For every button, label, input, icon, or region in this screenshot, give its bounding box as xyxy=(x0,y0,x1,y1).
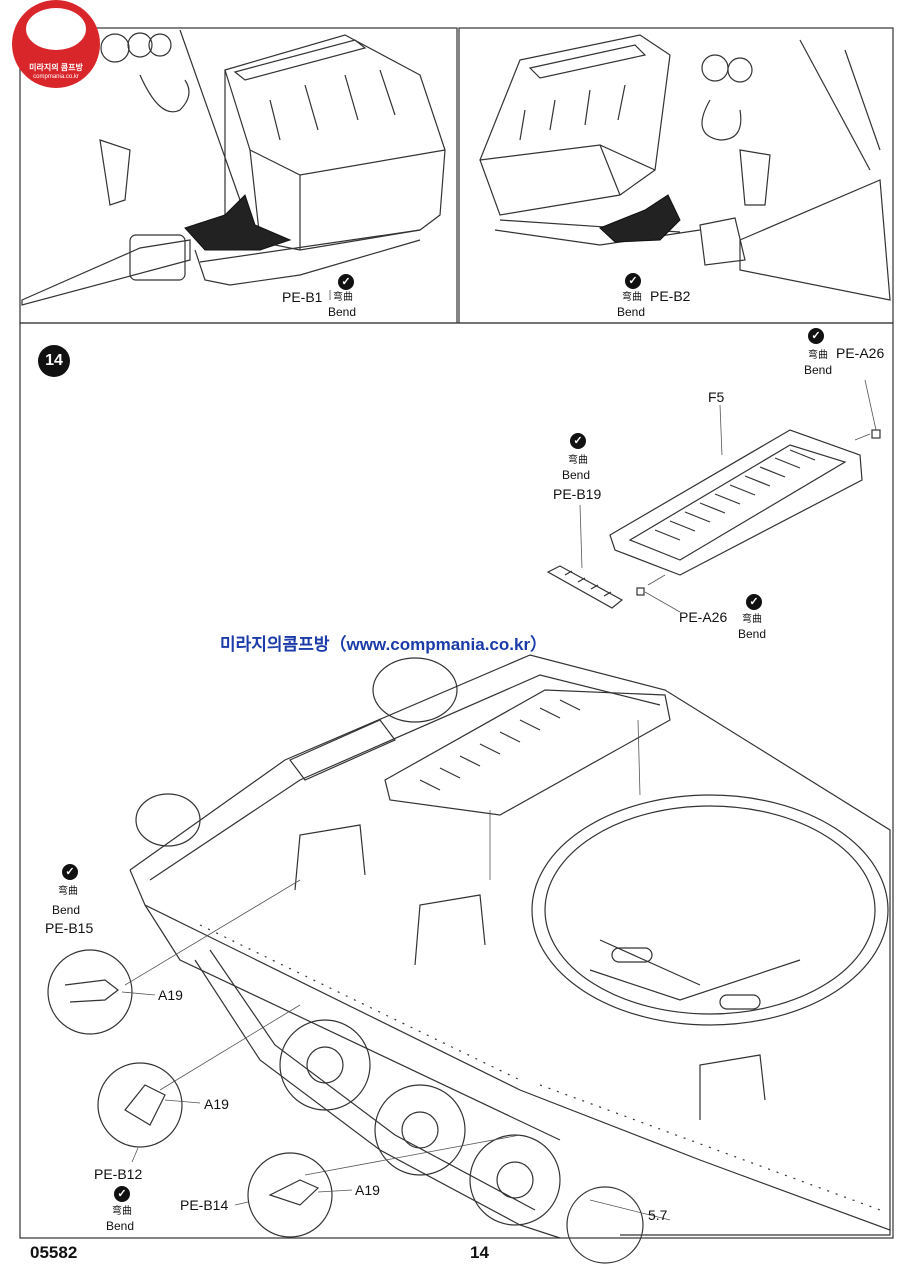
pe-a26-top-bend-cn: 弯曲 xyxy=(808,350,828,361)
logo-text: 미라지의 콤프방 xyxy=(29,63,83,72)
a19-label-3: A19 xyxy=(355,1182,380,1198)
bend-icon: ✓ xyxy=(746,594,762,610)
pe-b15-label: PE-B15 xyxy=(45,920,94,936)
watermark-text: 미라지의콤프방（www.compmania.co.kr） xyxy=(220,635,548,654)
pe-b1-part xyxy=(184,194,292,251)
pe-b1-bend-en: Bend xyxy=(328,305,357,319)
detail-circle-pe-b12 xyxy=(97,1062,183,1148)
road-wheel-4 xyxy=(566,1186,644,1264)
bend-icon: ✓ xyxy=(808,328,824,344)
road-wheel-1 xyxy=(279,1019,371,1111)
pe-b15-bend-cn: 弯曲 xyxy=(58,886,78,897)
detail-circle-pe-b15 xyxy=(47,949,133,1035)
bend-icon: ✓ xyxy=(114,1186,130,1202)
storage-box-right xyxy=(479,34,671,216)
handle-pe-b15 xyxy=(294,824,366,891)
pe-b2-bend-cn: 弯曲 xyxy=(622,292,642,303)
pe-b1-bend-cn: 弯曲 xyxy=(333,292,353,303)
pe-a26-mid-label: PE-A26 xyxy=(679,609,728,625)
bend-icon: ✓ xyxy=(625,273,641,289)
fan-disc xyxy=(372,657,458,723)
pe-b19-bend-en: Bend xyxy=(562,468,591,482)
track xyxy=(194,959,561,1239)
logo-badge: 미라지의 콤프방 compmania.co.kr xyxy=(12,0,100,88)
pe-b19-label: PE-B19 xyxy=(553,486,602,502)
f5-grille xyxy=(609,429,863,576)
pe-b19-bend-cn: 弯曲 xyxy=(568,455,588,466)
pe-a26-mid-clip xyxy=(636,587,645,596)
logo-mascot-icon xyxy=(26,8,86,50)
road-wheel-3 xyxy=(469,1134,561,1226)
pe-b1-label: PE-B1 xyxy=(282,289,323,305)
pe-b14-label: PE-B14 xyxy=(180,1197,229,1213)
logo-url: compmania.co.kr xyxy=(33,74,79,80)
pe-b19-strip xyxy=(546,565,624,609)
pe-b2-label: PE-B2 xyxy=(650,288,691,304)
detail-circle-pe-b14 xyxy=(247,1152,333,1238)
pe-a26-mid-bend-en: Bend xyxy=(738,627,767,641)
pe-b12-bend-en: Bend xyxy=(106,1219,135,1233)
bend-icon: ✓ xyxy=(62,864,78,880)
f5-label: F5 xyxy=(708,389,725,405)
fan-disc-left xyxy=(135,793,201,847)
hull-bracket-right xyxy=(699,217,746,266)
hull-top-outline xyxy=(129,654,891,1236)
pe-b15-bend-en: Bend xyxy=(52,903,81,917)
pe-b2-bend-en: Bend xyxy=(617,305,646,319)
handle-pe-b12 xyxy=(414,894,486,966)
a19-label-1: A19 xyxy=(158,987,183,1003)
pe-a26-top-bend-en: Bend xyxy=(804,363,833,377)
hull-bracket xyxy=(129,234,186,281)
product-code: 05582 xyxy=(30,1243,78,1262)
step-number-badge: 14 xyxy=(38,345,70,377)
pe-a26-mid-bend-cn: 弯曲 xyxy=(742,614,762,625)
road-wheel-2 xyxy=(374,1084,466,1176)
clip-part xyxy=(99,139,131,206)
bend-icon: ✓ xyxy=(570,433,586,449)
hull-grille xyxy=(384,689,671,816)
a19-label-2: A19 xyxy=(204,1096,229,1112)
bend-icon: ✓ xyxy=(338,274,354,290)
dimension-label: 5.7 xyxy=(648,1207,668,1223)
turret-ring xyxy=(531,794,889,1026)
pe-b12-bend-cn: 弯曲 xyxy=(112,1206,132,1217)
pe-a26-top-label: PE-A26 xyxy=(836,345,885,361)
pe-b2-part xyxy=(599,194,681,243)
step14-panel-frame xyxy=(19,322,894,1239)
pe-b12-label: PE-B12 xyxy=(94,1166,143,1182)
page-number: 14 xyxy=(470,1243,489,1262)
handle-pe-b14 xyxy=(699,1054,766,1120)
